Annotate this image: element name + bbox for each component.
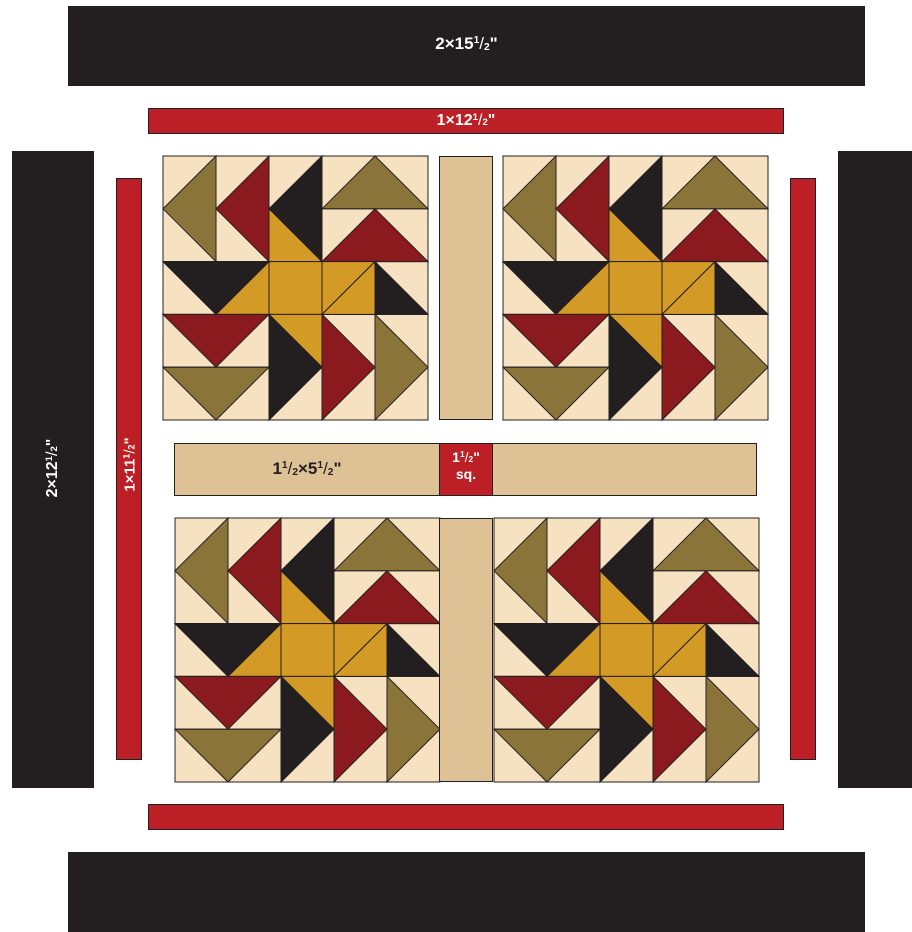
outer-border-right xyxy=(838,151,912,788)
inner-border-top-label: 1×121/2" xyxy=(149,112,783,130)
sashing-vertical-bottom xyxy=(439,518,493,782)
label-outer-top: 2×151/2" xyxy=(435,34,497,53)
sashing-vertical-top xyxy=(439,156,493,420)
block-2-star-center-1 xyxy=(609,262,662,315)
outer-border-left: 2×121/2" xyxy=(12,151,94,788)
inner-border-bottom xyxy=(148,804,784,830)
block-3-star-center-1 xyxy=(281,624,334,677)
sashing-horizontal-left: 11/2×51/2" xyxy=(174,443,440,496)
outer-border-left-label: 2×121/2" xyxy=(44,386,62,550)
block-1-star-center-1 xyxy=(269,262,322,315)
cornerstone-label: 11/2" sq. xyxy=(440,450,492,482)
inner-border-right xyxy=(790,178,816,760)
outer-border-bottom xyxy=(68,852,865,932)
inner-border-top: 1×121/2" xyxy=(148,108,784,134)
inner-border-left-label: 1×111/2" xyxy=(122,395,139,535)
inner-border-left: 1×111/2" xyxy=(116,178,142,760)
block-4-star-center-1 xyxy=(600,624,653,677)
sashing-strip-label: 11/2×51/2" xyxy=(175,459,439,479)
cornerstone: 11/2" sq. xyxy=(439,443,493,496)
sashing-horizontal-right xyxy=(492,443,757,496)
outer-border-top-label: 2×151/2" xyxy=(68,34,865,54)
outer-border-top: 2×151/2" xyxy=(68,6,865,86)
